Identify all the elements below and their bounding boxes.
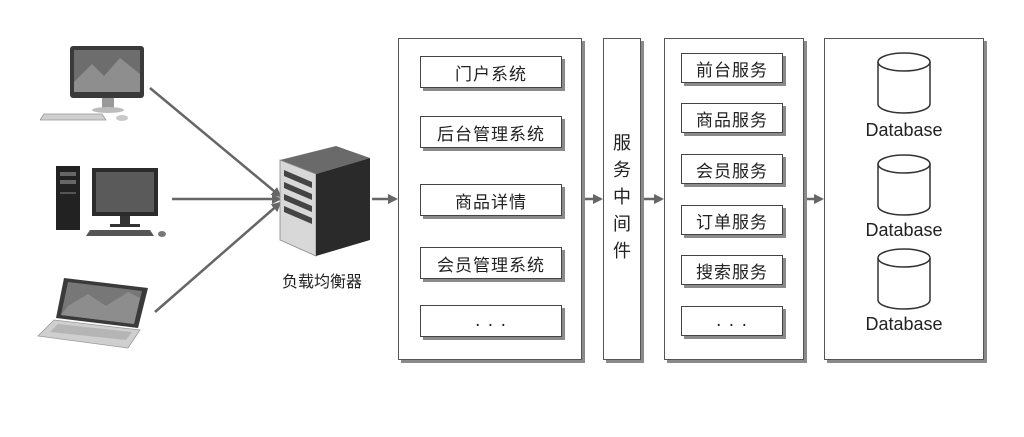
middleware-char: 间 [613, 214, 631, 235]
database-cylinder-icon [877, 52, 931, 114]
middleware-label: 服 务 中 间 件 [603, 130, 641, 265]
middleware-char: 务 [613, 160, 631, 181]
database-cylinder-icon [877, 154, 931, 216]
service-more-box: . . . [681, 306, 783, 336]
laptop-icon [37, 278, 148, 349]
middleware-char: 服 [613, 133, 631, 154]
front-service-box: 前台服务 [681, 53, 783, 83]
member-service-box: 会员服务 [681, 154, 783, 184]
member-system-box: 会员管理系统 [420, 247, 562, 279]
portal-system-box: 门户系统 [420, 56, 562, 88]
desktop-monitor-icon [40, 46, 144, 121]
database-label: Database [865, 120, 943, 140]
product-service-box: 商品服务 [681, 103, 783, 133]
client1-to-balancer-arrow [149, 87, 282, 198]
database-label: Database [865, 220, 943, 240]
desktop-tower-pc-icon [56, 166, 166, 237]
search-service-box: 搜索服务 [681, 255, 783, 285]
database-label: Database [865, 314, 943, 334]
middleware-char: 件 [613, 241, 631, 262]
server-tower-icon [279, 146, 370, 257]
middleware-char: 中 [613, 187, 631, 208]
product-detail-box: 商品详情 [420, 184, 562, 216]
admin-system-box: 后台管理系统 [420, 116, 562, 148]
order-service-box: 订单服务 [681, 205, 783, 235]
portal-more-box: . . . [420, 305, 562, 337]
middleware-panel [603, 38, 641, 360]
client3-to-balancer-arrow [154, 201, 282, 313]
load-balancer-label: 负载均衡器 [282, 272, 363, 291]
database-cylinder-icon [877, 248, 931, 310]
